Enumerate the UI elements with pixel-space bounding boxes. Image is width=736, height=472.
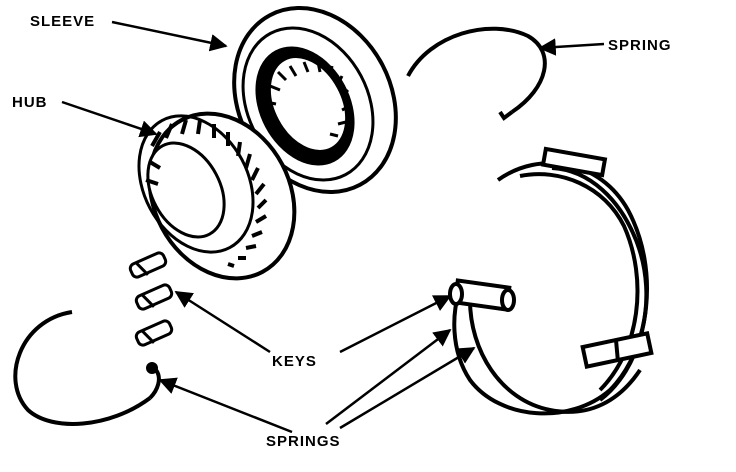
springs-leader-mid: [325, 328, 452, 425]
spring-leader: [538, 38, 605, 56]
key-1: [128, 251, 168, 279]
label-keys: KEYS: [272, 353, 317, 370]
springs-leader-left: [158, 377, 293, 434]
hub-part: [137, 111, 297, 281]
keys-part: [128, 251, 174, 347]
keys-leader-left: [174, 290, 271, 354]
hub-leader: [61, 100, 158, 138]
key-2: [134, 283, 174, 311]
label-hub: HUB: [12, 94, 48, 111]
key-3: [134, 319, 174, 347]
spring-bottom-left: [13, 310, 161, 426]
assembled-springs: [448, 146, 654, 416]
keys-leader-right: [339, 294, 452, 354]
spring-top: [406, 26, 547, 121]
label-sleeve: SLEEVE: [30, 13, 95, 30]
sleeve-leader: [111, 20, 228, 52]
springs-leader-right: [339, 346, 476, 430]
sleeve-part: [232, 6, 398, 194]
label-springs: SPRINGS: [266, 433, 341, 450]
label-spring: SPRING: [608, 37, 672, 54]
leader-lines: [61, 20, 605, 434]
